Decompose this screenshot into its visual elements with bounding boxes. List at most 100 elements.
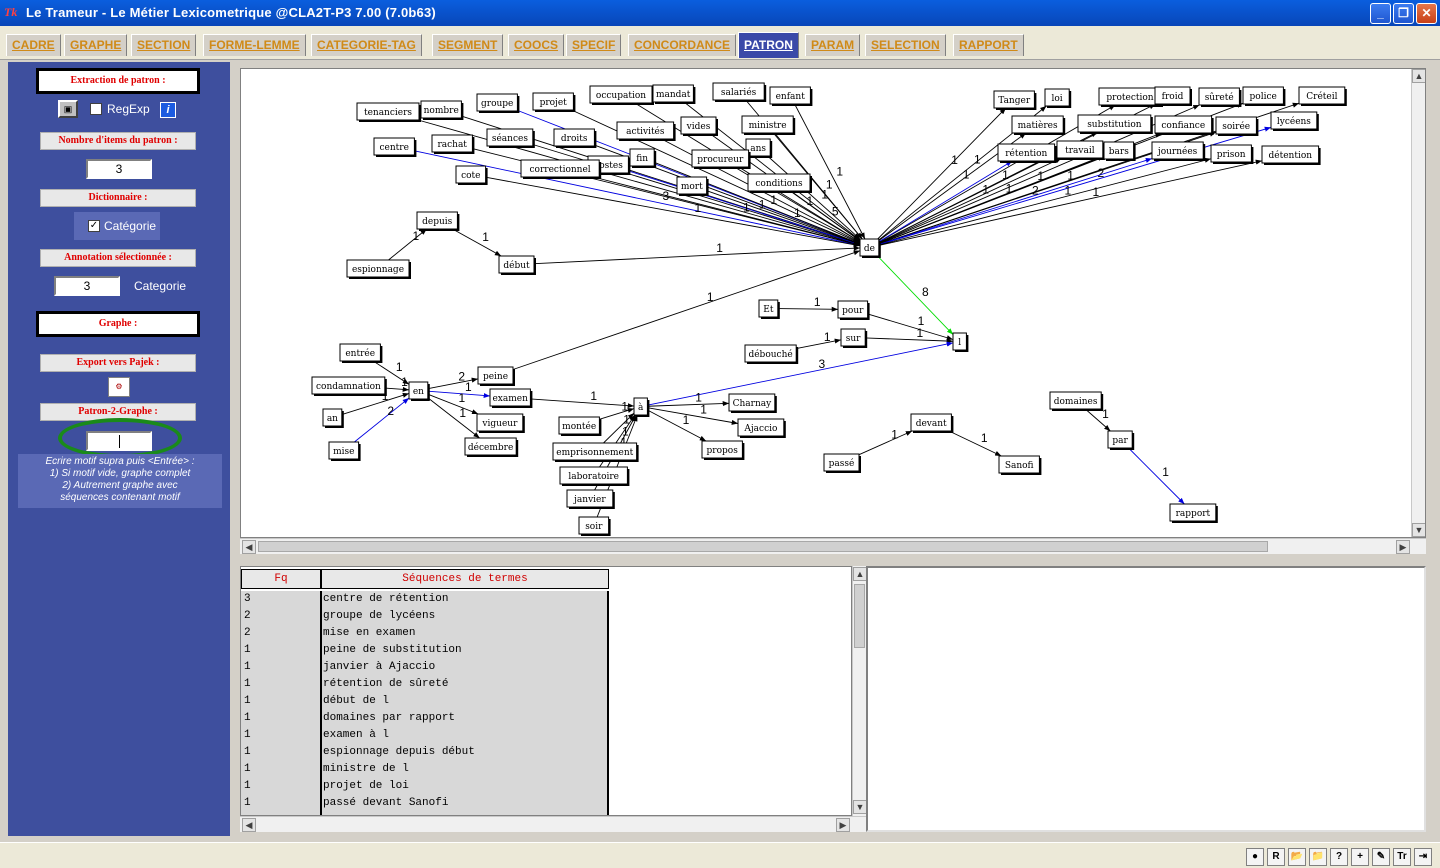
graph-node[interactable]: pour [837,300,870,320]
graph-node[interactable]: Sanofi [998,455,1042,475]
graph-node[interactable]: peine [477,366,515,386]
add-icon[interactable]: + [1351,848,1369,866]
categorie-checkbox[interactable]: ✓ [88,220,100,232]
table-scroll-up[interactable]: ▲ [853,567,867,581]
column-header-sequences[interactable]: Séquences de termes [321,569,609,589]
regexp-checkbox[interactable] [90,103,102,115]
graph-node[interactable]: police [1242,86,1286,106]
graph-node[interactable]: tenanciers [356,102,421,122]
column-header-fq[interactable]: Fq [241,569,321,589]
nb-items-input[interactable]: 3 [86,159,152,179]
graph-node[interactable]: mandat [652,84,696,104]
graph-node[interactable]: Charnay [728,393,777,413]
graph-node[interactable]: propos [701,440,745,460]
graph-node[interactable]: conditions [747,173,812,193]
graph-scroll-thumb[interactable] [258,541,1268,552]
graph-horizontal-scrollbar[interactable]: ◀ ▶ [240,538,1426,554]
scroll-down-button[interactable]: ▼ [1412,523,1425,537]
graph-node[interactable]: mise [328,441,361,461]
scroll-left-button[interactable]: ◀ [242,540,256,554]
graph-node[interactable]: protection [1098,87,1163,107]
run-extraction-button[interactable]: ▣ [58,100,78,118]
graph-node[interactable]: nombre [420,100,464,120]
graph-node[interactable]: mort [676,176,709,196]
tab-cadre[interactable]: CADRE [6,34,61,56]
graph-node[interactable]: en [408,381,430,401]
annotation-input[interactable]: 3 [54,276,120,296]
graph-node[interactable]: domaines [1049,391,1104,411]
graph-node[interactable]: détention [1261,145,1321,165]
table-scroll-thumb[interactable] [854,584,865,648]
table-scroll-left[interactable]: ◀ [242,818,256,832]
pattern-graph-canvas[interactable]: 1311111111511111111112112118111131112211… [240,68,1426,538]
graph-node[interactable]: séances [486,128,535,148]
trameur-icon[interactable]: Tr [1393,848,1411,866]
graph-node[interactable]: janvier [566,489,615,509]
graph-node[interactable]: correctionnel [520,159,602,179]
graph-node[interactable]: occupation [589,85,654,105]
minimize-button[interactable]: _ [1370,3,1391,24]
stop-icon[interactable]: ● [1246,848,1264,866]
graph-node[interactable]: soirée [1215,116,1259,136]
graph-node[interactable]: procureur [691,149,751,169]
folder-save-icon[interactable]: 📁 [1309,848,1327,866]
graph-node[interactable]: cote [455,165,488,185]
graph-node[interactable]: centre [373,137,417,157]
graph-node[interactable]: début [498,255,536,275]
graph-node[interactable]: vides [680,116,718,136]
graph-node[interactable]: montée [558,416,602,436]
tab-section[interactable]: SECTION [131,34,197,56]
graph-node[interactable]: rétention [997,143,1057,163]
graph-node[interactable]: examen [489,388,533,408]
tab-segment[interactable]: SEGMENT [432,34,504,56]
tab-graphe[interactable]: GRAPHE [64,34,128,56]
help-icon[interactable]: ? [1330,848,1348,866]
restore-button[interactable]: ❐ [1393,3,1414,24]
tab-concordance[interactable]: CONCORDANCE [628,34,736,56]
graph-vertical-scrollbar[interactable]: ▲ ▼ [1411,69,1425,537]
tab-categorie-tag[interactable]: CATEGORIE-TAG [311,34,422,56]
graph-node[interactable]: à [633,397,650,417]
pajek-export-icon[interactable]: ⚙ [108,377,130,397]
graph-node[interactable]: confiance [1154,115,1214,135]
tab-patron[interactable]: PATRON [738,32,799,58]
graph-node[interactable]: entrée [339,343,383,363]
graph-node[interactable]: loi [1044,88,1072,108]
tab-specif[interactable]: SPECIF [566,34,622,56]
graph-node[interactable]: rapport [1169,503,1218,523]
graph-node[interactable]: décembre [464,437,519,457]
graph-node[interactable]: Tanger [993,90,1037,110]
tab-param[interactable]: PARAM [805,34,861,56]
graph-node[interactable]: substitution [1077,114,1153,134]
graph-node[interactable]: ans [745,138,773,158]
detail-text-panel[interactable] [866,566,1426,832]
tab-coocs[interactable]: COOCS [508,34,565,56]
graph-node[interactable]: groupe [476,93,520,113]
exit-icon[interactable]: ⇥ [1414,848,1432,866]
tab-forme-lemme[interactable]: FORME-LEMME [203,34,306,56]
edit-icon[interactable]: ✎ [1372,848,1390,866]
graph-node[interactable]: devant [910,413,954,433]
graph-node[interactable]: bars [1103,141,1136,161]
table-horizontal-scrollbar[interactable]: ◀ ▶ [240,816,866,832]
graph-node[interactable]: rachat [431,134,475,154]
tab-rapport[interactable]: RAPPORT [953,34,1024,56]
graph-node[interactable]: ministre [741,115,796,135]
graph-node[interactable]: Ajaccio [737,418,786,438]
graph-node[interactable]: soir [578,516,611,536]
graph-node[interactable]: an [322,408,344,428]
graph-node[interactable]: laboratoire [559,466,630,486]
graph-node[interactable]: de [859,238,881,258]
table-scroll-down[interactable]: ▼ [853,800,867,814]
table-scroll-right[interactable]: ▶ [836,818,850,832]
scroll-up-button[interactable]: ▲ [1412,69,1425,83]
graph-node[interactable]: journées [1151,141,1206,161]
graph-node[interactable]: emprisonnement [552,442,639,462]
